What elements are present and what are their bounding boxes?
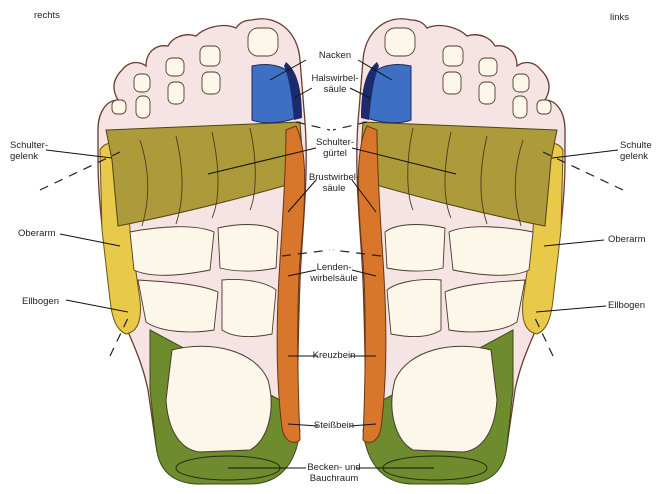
halswirbel-label-1: Halswirbel- bbox=[302, 73, 368, 84]
lenden-label-2: wirbelsäule bbox=[296, 273, 372, 284]
ellbogen-left-label: Ellbogen bbox=[608, 300, 645, 311]
becken-label-2: Bauchraum bbox=[296, 473, 372, 484]
schultergelenk-right-label-2: gelenk bbox=[10, 151, 38, 162]
left-foot bbox=[333, 19, 623, 484]
left-foot-label: links bbox=[610, 12, 629, 23]
schultergelenk-left-label-1: Schulte bbox=[620, 140, 652, 151]
schultergelenk-right-label-1: Schulter- bbox=[10, 140, 48, 151]
halswirbel-label-2: säule bbox=[302, 84, 368, 95]
schultergelenk-left-label-2: gelenk bbox=[620, 151, 648, 162]
nacken-label: Nacken bbox=[310, 50, 360, 61]
steissbein-label: Steißbein bbox=[300, 420, 368, 431]
kreuzbein-label: Kreuzbein bbox=[300, 350, 368, 361]
brustwirbel-label-1: Brustwirbel- bbox=[298, 172, 370, 183]
becken-label-1: Becken- und bbox=[296, 462, 372, 473]
right-foot-label: rechts bbox=[34, 10, 60, 21]
oberarm-right-label: Oberarm bbox=[18, 228, 55, 239]
oberarm-left-label: Oberarm bbox=[608, 234, 645, 245]
schultergurtel-label-2: gürtel bbox=[302, 148, 368, 159]
brustwirbel-label-2: säule bbox=[298, 183, 370, 194]
ellbogen-right-label: Ellbogen bbox=[22, 296, 59, 307]
schultergurtel-label-1: Schulter- bbox=[302, 137, 368, 148]
right-foot bbox=[40, 19, 330, 484]
lenden-label-1: Lenden- bbox=[296, 262, 372, 273]
